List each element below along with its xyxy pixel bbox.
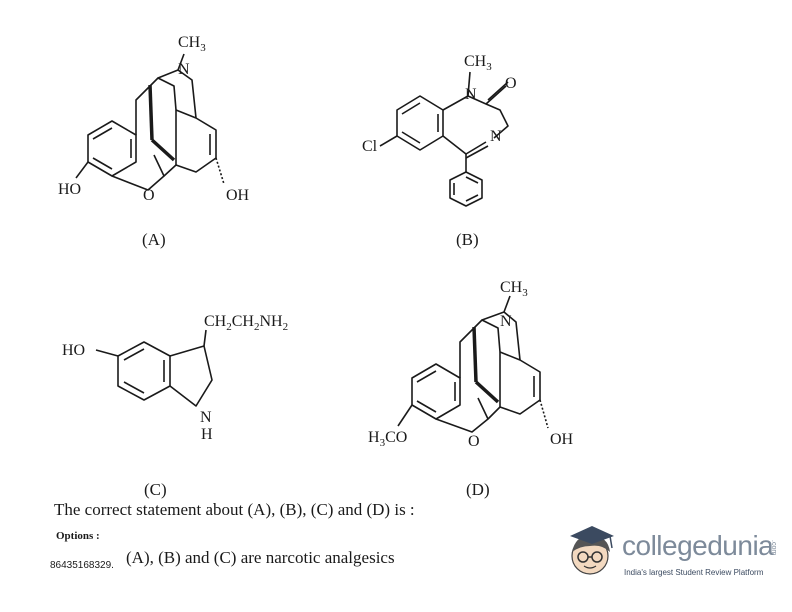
- d-nitrogen-label: N: [500, 313, 512, 330]
- structure-c-label: (C): [144, 480, 167, 499]
- b-oxygen-label: O: [505, 75, 517, 92]
- d-aromatic-ring: [411, 363, 461, 420]
- logo-tld: .com: [770, 540, 777, 556]
- logo-tagline: India's largest Student Review Platform: [624, 568, 764, 577]
- option-id: 86435168329.: [50, 560, 114, 571]
- b-chlorine-label: Cl: [362, 138, 378, 155]
- a-oxygen-label: O: [143, 187, 155, 204]
- d-methyl-label: CH3: [500, 279, 528, 299]
- a-aromatic-ring: [87, 120, 137, 177]
- structure-d-label: (D): [466, 480, 490, 499]
- c-sidechain-label: CH2CH2NH2: [204, 313, 288, 333]
- structure-d: [397, 295, 549, 433]
- b-phenyl-ring: [449, 171, 483, 207]
- c-nitrogen-label: N: [200, 409, 212, 426]
- structure-c: [95, 329, 213, 407]
- d-hydroxyl-label: OH: [550, 431, 574, 448]
- structure-a-label: (A): [142, 230, 166, 249]
- structure-a: [75, 53, 225, 191]
- question-text: The correct statement about (A), (B), (C…: [54, 500, 415, 519]
- d-methoxy-label: H3CO: [368, 429, 407, 449]
- a-methyl-label: CH3: [178, 34, 206, 54]
- a-hydroxyl-right-label: OH: [226, 187, 250, 204]
- a-nitrogen-label: N: [178, 61, 190, 78]
- c-hydrogen-label: H: [201, 426, 213, 443]
- structure-b: [379, 71, 509, 207]
- option-text[interactable]: (A), (B) and (C) are narcotic analgesics: [126, 548, 395, 567]
- logo-name: collegedunia: [622, 530, 774, 561]
- c-aromatic-ring: [117, 341, 171, 401]
- d-oxygen-label: O: [468, 433, 480, 450]
- b-aromatic-ring: [396, 95, 444, 151]
- b-nitrogen-1-label: N: [465, 86, 477, 103]
- options-heading: Options :: [56, 530, 100, 542]
- b-methyl-label: CH3: [464, 53, 492, 73]
- student-mascot-icon: [570, 526, 614, 575]
- structure-b-label: (B): [456, 230, 479, 249]
- b-nitrogen-2-label: N: [490, 128, 502, 145]
- c-hydroxyl-label: HO: [62, 342, 85, 359]
- a-hydroxyl-left-label: HO: [58, 181, 81, 198]
